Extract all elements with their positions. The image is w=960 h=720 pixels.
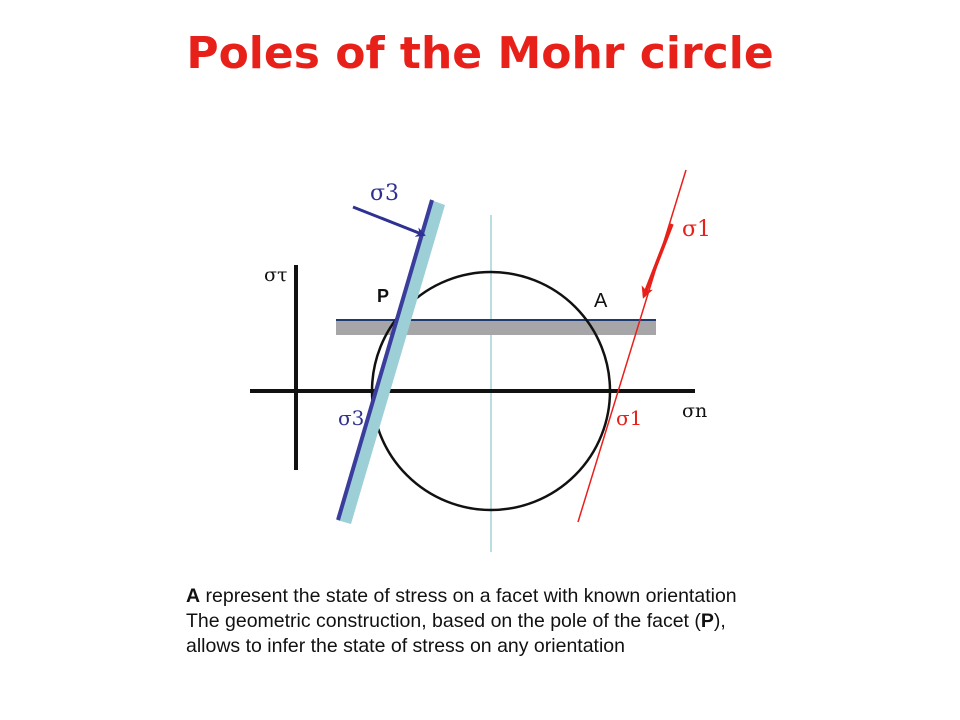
caption-line-3: allows to infer the state of stress on a…: [186, 635, 625, 657]
facet-line-sigma1: [577, 169, 687, 523]
sigma3-top-label: σ3: [370, 181, 399, 206]
facet-band-sigma3: [337, 200, 445, 524]
facet-line-sigma3: [336, 199, 434, 521]
sigma1-top-label: σ1: [682, 217, 711, 242]
sigma3-arrow: [352, 205, 426, 237]
sigma3-axis-label: σ3: [338, 406, 364, 430]
caption: A represent the state of stress on a fac…: [186, 584, 906, 659]
caption-line-2: The geometric construction, based on the…: [186, 609, 906, 634]
point-a-label: A: [594, 290, 608, 312]
mohr-circle: [370, 270, 612, 512]
sigma-tau-label: στ: [264, 264, 287, 286]
caption-a-bold: A: [186, 585, 201, 607]
slide-title: Poles of the Mohr circle: [186, 28, 774, 79]
sigma-n-label: σn: [682, 400, 707, 422]
facet-band-horizontal: [336, 320, 656, 335]
caption-line-1: A represent the state of stress on a fac…: [186, 584, 906, 609]
caption-line-2-end: ),: [713, 610, 726, 632]
sigma1-arrow: [641, 223, 674, 299]
pole-p-label: P: [377, 286, 389, 306]
caption-p-bold: P: [700, 610, 714, 632]
sigma1-axis-label: σ1: [616, 406, 642, 430]
caption-line-2-text: The geometric construction, based on the…: [186, 610, 701, 632]
caption-line-1-text: represent the state of stress on a facet…: [200, 585, 737, 607]
